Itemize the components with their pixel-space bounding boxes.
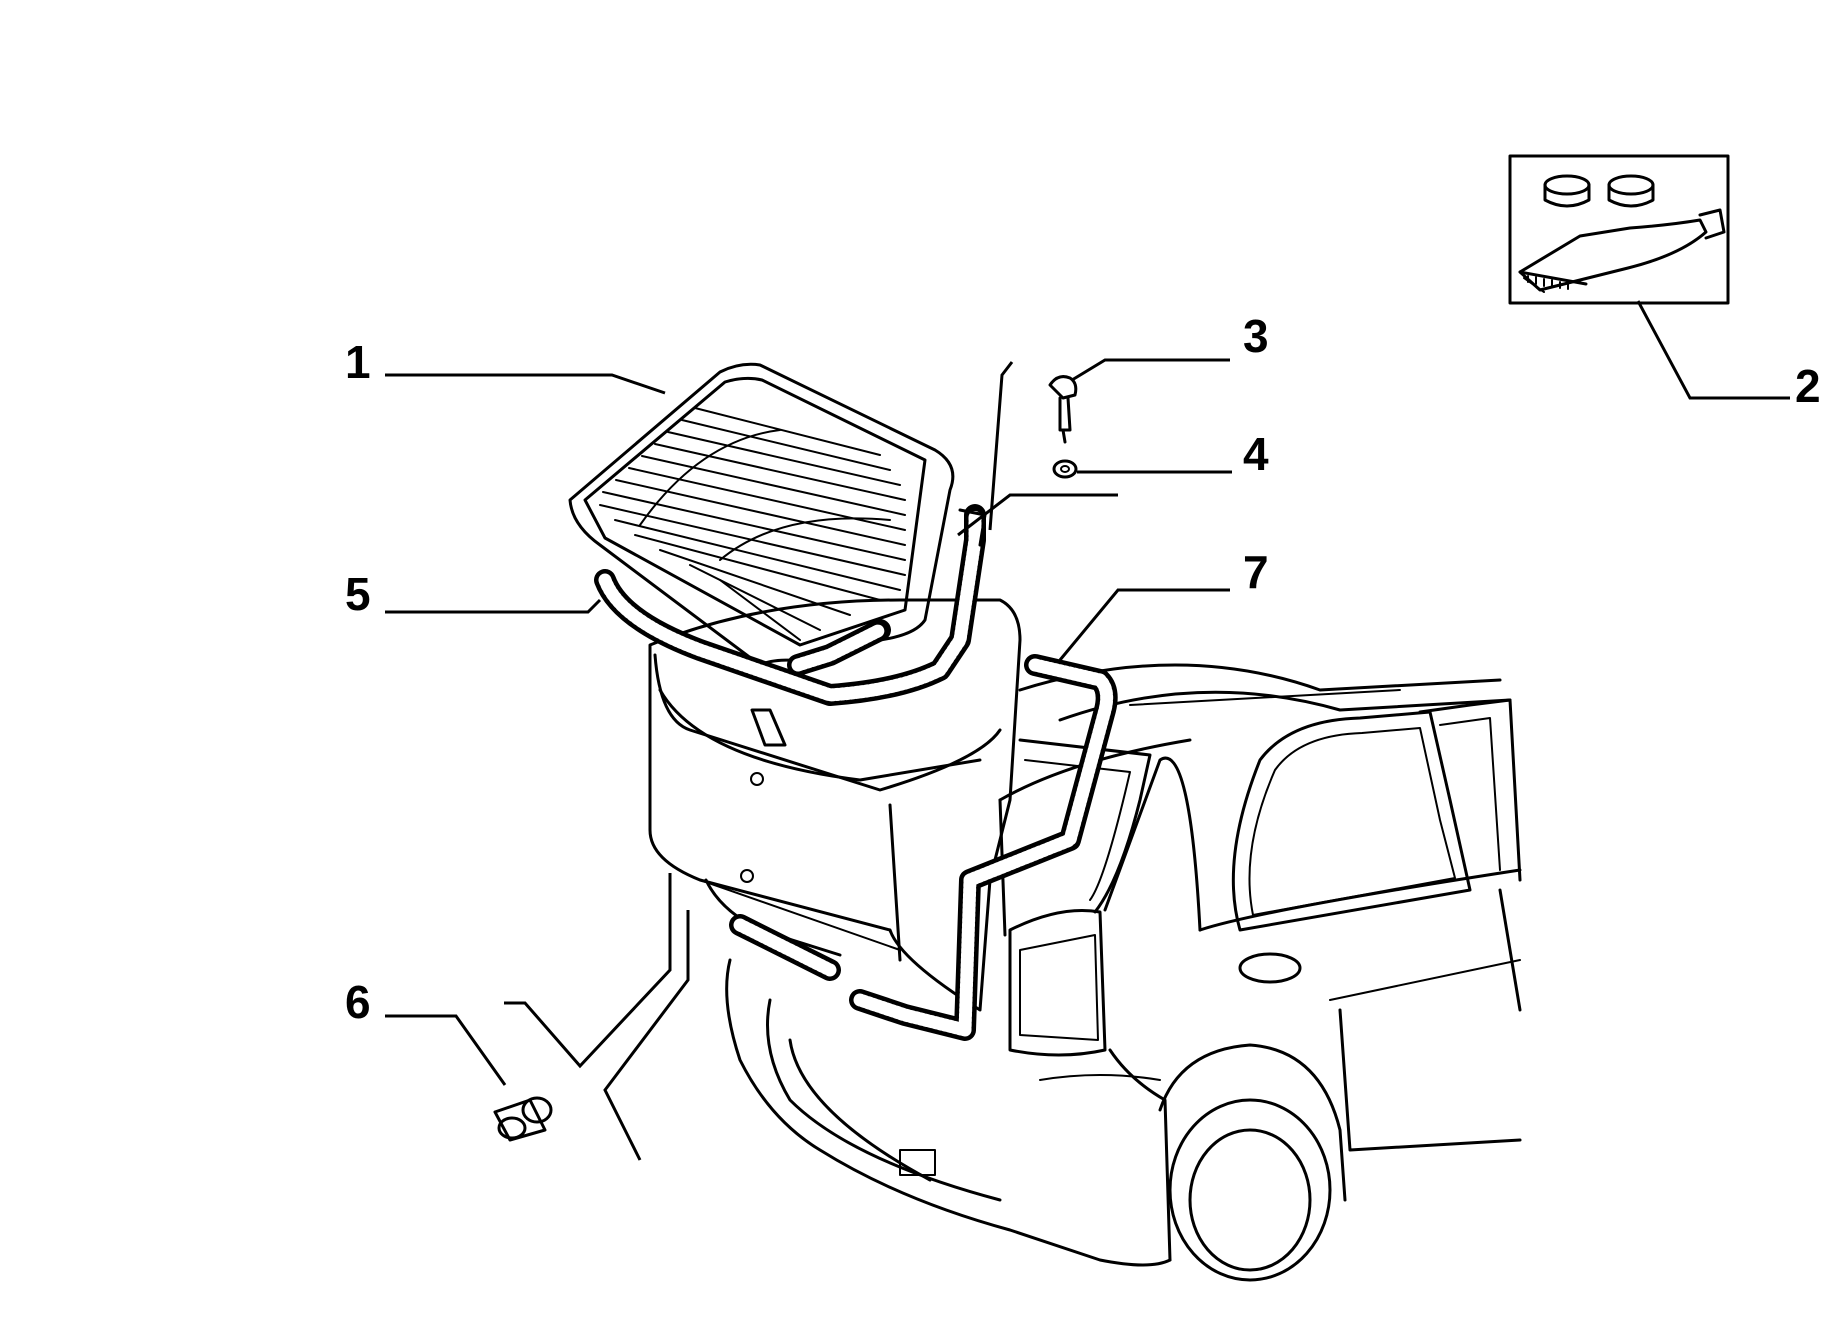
leader-lines	[385, 300, 1790, 1161]
callout-1: 1	[345, 336, 371, 388]
rear-window-glass	[568, 362, 955, 667]
bumper-stop	[493, 1096, 553, 1142]
callout-2: 2	[1795, 360, 1821, 412]
grommet-nut	[1052, 459, 1078, 479]
callout-6: 6	[345, 976, 371, 1028]
car-body	[725, 663, 1522, 1282]
window-seal	[594, 504, 987, 706]
adhesive-kit	[1508, 154, 1730, 305]
tailgate-opening-seal	[849, 654, 1118, 1041]
callout-7: 7	[1243, 546, 1269, 598]
callout-4: 4	[1243, 428, 1269, 480]
pin-fastener	[1048, 375, 1078, 444]
callout-3: 3	[1243, 310, 1269, 362]
callout-labels: 1 2 3 4 5 6 7	[345, 310, 1821, 1028]
callout-5: 5	[345, 568, 371, 620]
tailgate	[648, 598, 1022, 1012]
